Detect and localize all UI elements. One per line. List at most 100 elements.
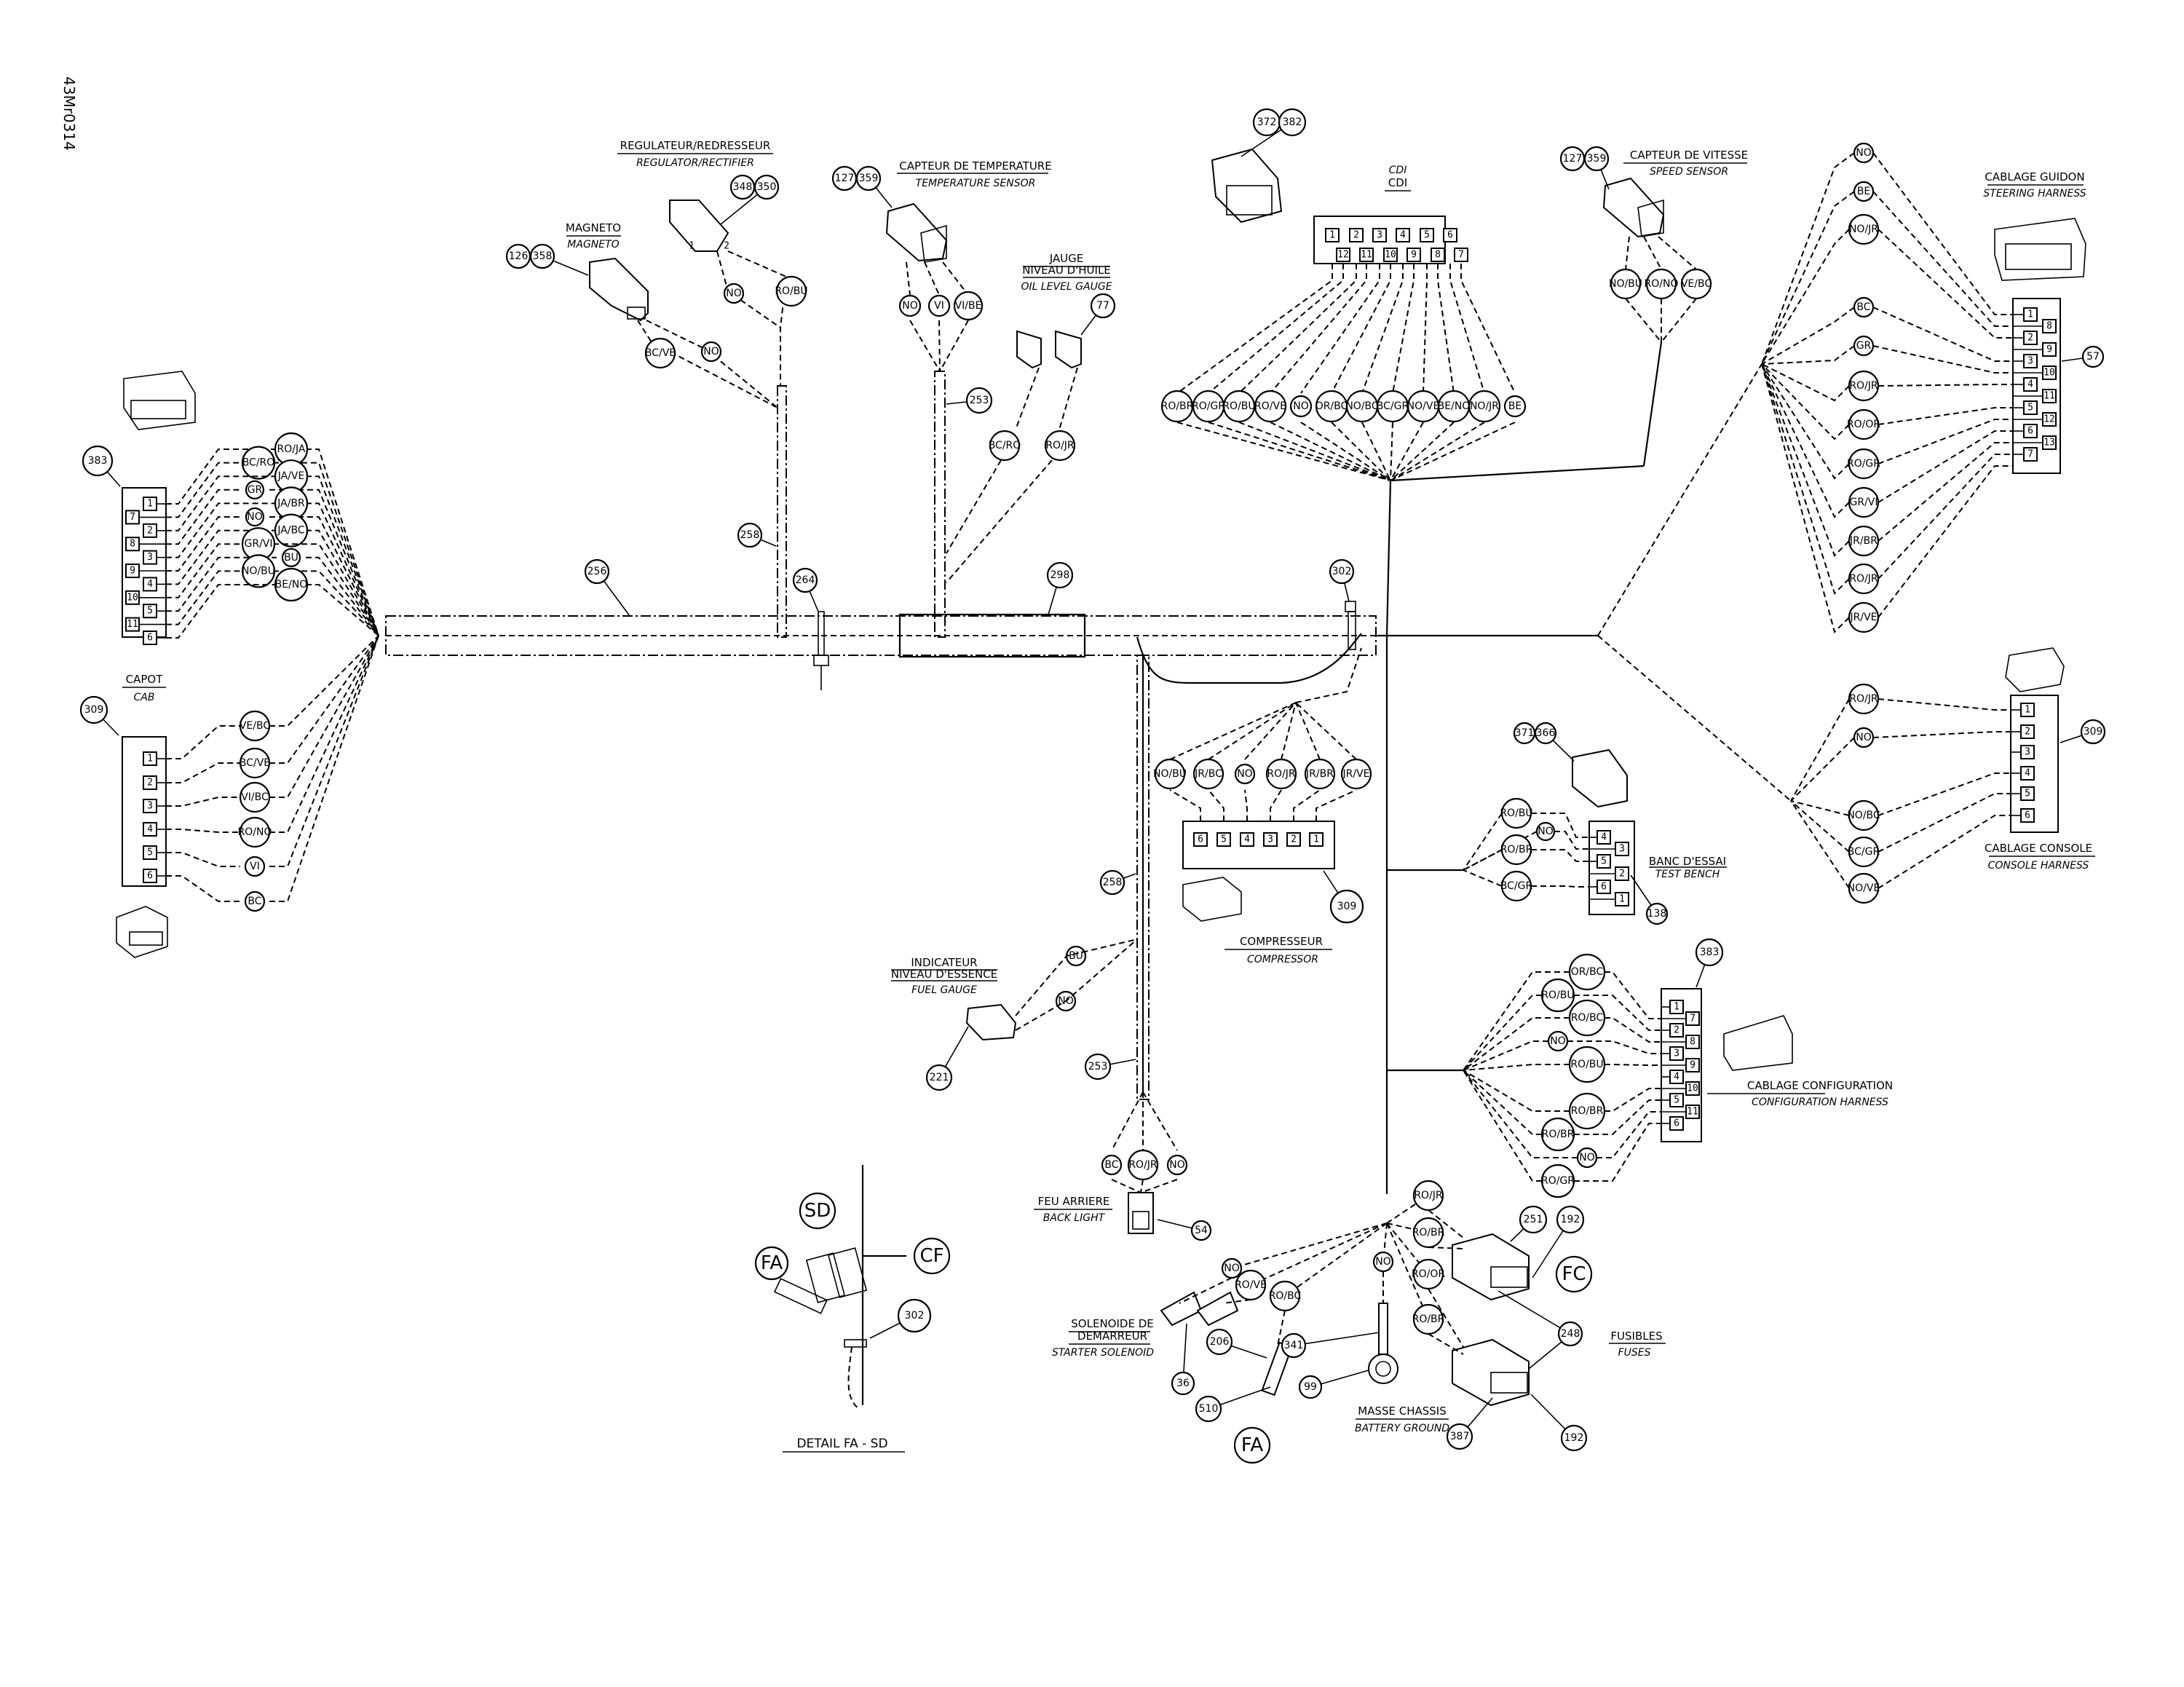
- bubble-circle: [644, 337, 676, 369]
- wire: [1567, 1040, 1661, 1054]
- bubble-circle: [274, 567, 309, 602]
- pin-number: 6: [147, 871, 153, 882]
- wire: [306, 475, 379, 636]
- bubble-label: 127: [1563, 153, 1583, 165]
- bubble-label: RO/BU: [1500, 807, 1532, 819]
- wire: [1250, 1222, 1388, 1286]
- bubble-label: NO/JR: [1849, 224, 1878, 235]
- bubble-label: BC: [248, 896, 261, 907]
- wire: [1761, 363, 1850, 480]
- bubble-label: 350: [757, 181, 777, 193]
- bubble-label: VI/BE: [955, 300, 982, 312]
- bubble-label: 382: [1283, 116, 1302, 128]
- bubble-circle: [245, 507, 265, 527]
- bubble-label: VI/BC: [241, 791, 269, 803]
- pin: 8: [2042, 319, 2057, 333]
- pin: 4: [1396, 228, 1410, 242]
- steering-wire-bubble: NO: [1853, 142, 1875, 164]
- bubble-label: RO/OR: [1847, 419, 1880, 430]
- pin-number: 12: [1337, 250, 1349, 261]
- steering-title-fr: CABLAGE GUIDON: [1985, 170, 2084, 183]
- compressor-connector[interactable]: [1182, 821, 1335, 869]
- back-light-connector[interactable]: [1128, 1192, 1154, 1234]
- bubble-label: VI: [250, 861, 260, 872]
- fuse-box-upper[interactable]: [1452, 1233, 1530, 1301]
- temperature-sensor-connector[interactable]: [885, 202, 948, 263]
- wire: [938, 320, 941, 372]
- fuse-box-lower[interactable]: [1452, 1338, 1530, 1407]
- fuel-gauge-title-fr-1: INDICATEUR: [911, 956, 977, 969]
- compressor-wire-bubble: JR/BC: [1192, 758, 1224, 790]
- pin: 5: [143, 845, 157, 860]
- bubble-circle: [913, 1237, 951, 1275]
- bubble-label: 256: [587, 566, 607, 577]
- bubble-label: RO/VE: [1235, 1279, 1267, 1291]
- temp-sensor-title-fr: CAPTEUR DE TEMPERATURE: [899, 159, 1051, 173]
- bubble-label: JR/BR: [1305, 768, 1334, 780]
- pin: 4: [1597, 830, 1611, 845]
- starter-solenoid-terminals[interactable]: [1160, 1291, 1239, 1327]
- pin-number: 5: [1601, 856, 1607, 867]
- wire: [1390, 422, 1485, 481]
- bubble-circle: [1446, 1423, 1473, 1450]
- wire: [727, 250, 788, 328]
- cdi-wire-bubble: RO/BU: [1222, 390, 1256, 423]
- cab-b-wire-bubble: BC/VE: [240, 747, 270, 779]
- callout-54: 54: [1190, 1220, 1212, 1241]
- battery-ground-terminal[interactable]: [1368, 1303, 1398, 1384]
- pin-number: 6: [2025, 810, 2030, 821]
- fuel-gauge-wire-bubble: BU: [1065, 945, 1087, 967]
- bubble-label: 253: [970, 395, 989, 406]
- bubble-label: RO/BR: [1542, 1129, 1575, 1140]
- wire: [1872, 307, 2013, 362]
- pin-number: 3: [2027, 356, 2033, 367]
- bubble-label: 77: [1096, 300, 1109, 312]
- speed-sensor-connector[interactable]: [1602, 177, 1665, 238]
- callout-366: 366: [1534, 722, 1557, 745]
- pin: 6: [1669, 1116, 1684, 1131]
- pin-number: 11: [2043, 391, 2055, 402]
- wire: [1872, 191, 2013, 327]
- pin-number: 2: [1353, 230, 1359, 241]
- wire: [1605, 1088, 1661, 1112]
- wire: [1643, 236, 1662, 270]
- pin: 3: [1615, 842, 1629, 856]
- pin-number: 4: [2027, 379, 2033, 390]
- console-wire-bubble: NO/BC: [1847, 799, 1880, 831]
- pin: 2: [143, 775, 157, 790]
- bubble-circle: [1645, 902, 1669, 925]
- regulator-connector[interactable]: 1 2: [669, 199, 729, 252]
- bubble-label: BU: [284, 552, 298, 564]
- wire: [1761, 152, 1855, 365]
- wire: [946, 459, 1002, 554]
- config-wire-bubble: NO: [1547, 1030, 1569, 1052]
- cdi-module[interactable]: [1211, 148, 1283, 224]
- bubble-circle: [239, 710, 271, 742]
- fuel-gauge-connector[interactable]: [965, 1003, 1017, 1041]
- pin: 13: [2042, 435, 2057, 450]
- pin: 2: [1669, 1023, 1684, 1038]
- conduit-258-top: [777, 385, 787, 638]
- bubble-label: NO: [1856, 147, 1872, 159]
- wire: [1463, 869, 1503, 887]
- wire: [1244, 702, 1297, 760]
- pin-number: 6: [1198, 834, 1203, 845]
- pin: 1: [1669, 1000, 1684, 1014]
- wire: [166, 475, 277, 532]
- fuel-gauge-title-en: FUEL GAUGE: [911, 984, 977, 996]
- ground-fan-wire-bubble: NO: [1372, 1251, 1394, 1273]
- wire: [269, 635, 379, 764]
- bubble-circle: [1557, 1321, 1583, 1347]
- oil-gauge-terminals[interactable]: [1016, 330, 1082, 369]
- pin-number: 1: [147, 754, 153, 765]
- pin-box: [1240, 832, 1254, 847]
- bubble-label: 359: [859, 173, 879, 184]
- pin: 5: [2023, 400, 2038, 415]
- pin: 1: [1615, 892, 1629, 906]
- pin-number: 5: [1674, 1095, 1679, 1106]
- compressor-wire-bubble: NO/BU: [1153, 758, 1187, 790]
- bubble-circle: [1166, 1154, 1188, 1176]
- pin: 4: [2023, 377, 2038, 392]
- bubble-circle: [244, 856, 266, 877]
- magneto-connector[interactable]: [589, 257, 649, 322]
